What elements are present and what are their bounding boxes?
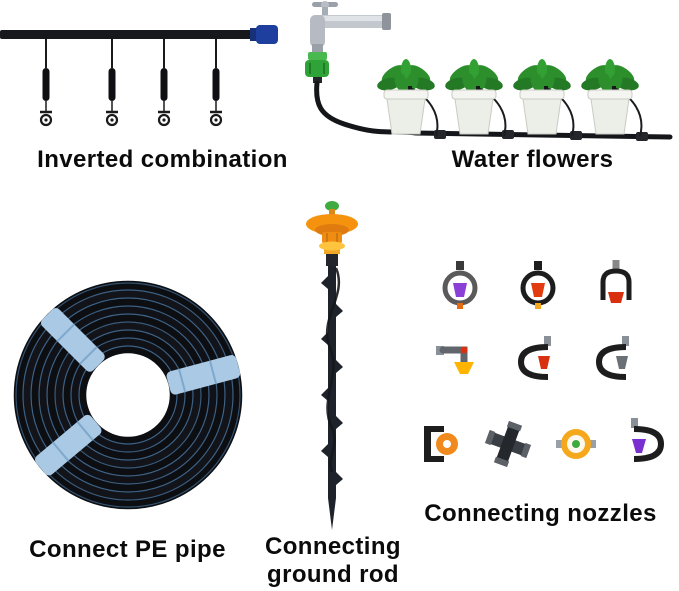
label-water-flowers: Water flowers [451,146,614,173]
end-plug-collar [250,28,258,41]
end-plug-blue [256,25,278,44]
pe-pipe-coil-illustration [13,280,243,510]
feeder-tube [325,267,341,473]
water-flowers-illustration [305,1,673,141]
ground-rod-illustration [306,201,358,530]
cross-connector-icon [484,420,532,468]
coil-tie-strap [166,355,241,395]
round-sprinkler-yellow-icon [556,429,596,459]
c-bracket-dripper-red-icon [517,336,551,380]
label-connecting-ground-rod: Connecting ground rod [265,533,401,589]
sprinkler-head-icon [306,201,358,266]
coil-wraps [13,280,243,510]
bracket-sprinkler-purple-funnel-icon [631,418,665,462]
arch-sprinkler-red-icon [600,260,632,303]
nozzles-grid-illustration [424,260,665,468]
label-connecting-nozzles: Connecting nozzles [424,500,657,527]
stake-icon [321,266,343,530]
coil-tie-strap [40,307,105,372]
micro-sprayer-orange-funnel-icon [436,346,474,374]
main-pipe [0,30,260,39]
hose-connector-icon [305,52,329,83]
faucet-icon [310,1,391,52]
rotary-sprinkler-red-icon [520,261,556,309]
c-bracket-dripper-gray-icon [595,336,629,380]
label-inverted-combination: Inverted combination [37,146,288,173]
coil-tie-strap [35,414,102,476]
label-connect-pe-pipe: Connect PE pipe [29,536,226,563]
rotary-sprinkler-purple-icon [442,261,478,309]
inverted-combination-illustration [0,25,278,127]
bracket-sprinkler-orange-disc-icon [424,426,458,462]
